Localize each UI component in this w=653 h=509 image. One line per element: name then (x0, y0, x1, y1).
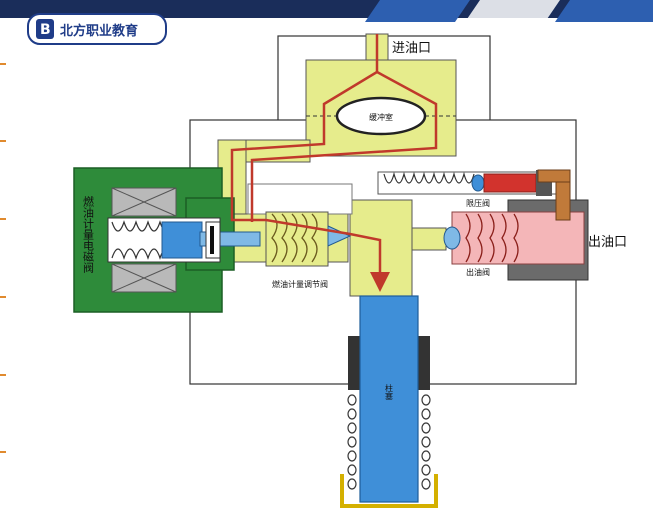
solenoid-label: 燃油计量电磁阀 (82, 195, 95, 274)
fuel-flow-arrow (230, 34, 438, 292)
plunger-label: 柱塞 (385, 383, 394, 400)
slide-edge-ticks (0, 63, 6, 453)
buffer-chamber-label: 缓冲室 (369, 112, 393, 122)
fuel-metering-solenoid: 燃油计量电磁阀 (73, 167, 261, 313)
logo-letter: B (40, 22, 51, 38)
brand-logo: B 北方职业教育 (27, 13, 167, 45)
pressure-valve-label: 限压阀 (466, 199, 490, 208)
buffer-chamber: 缓冲室 (306, 96, 456, 136)
header-banner (0, 0, 653, 22)
brand-name: 北方职业教育 (60, 23, 138, 39)
plunger-assembly: 柱塞 (340, 295, 438, 508)
oil-inlet-label: 进油口 (392, 41, 431, 56)
metering-valve-label: 燃油计量调节阀 (272, 279, 328, 289)
outlet-valve: 出油阀 出油口 (443, 169, 627, 281)
outlet-valve-label: 出油阀 (466, 267, 490, 277)
oil-outlet-label: 出油口 (588, 235, 627, 250)
